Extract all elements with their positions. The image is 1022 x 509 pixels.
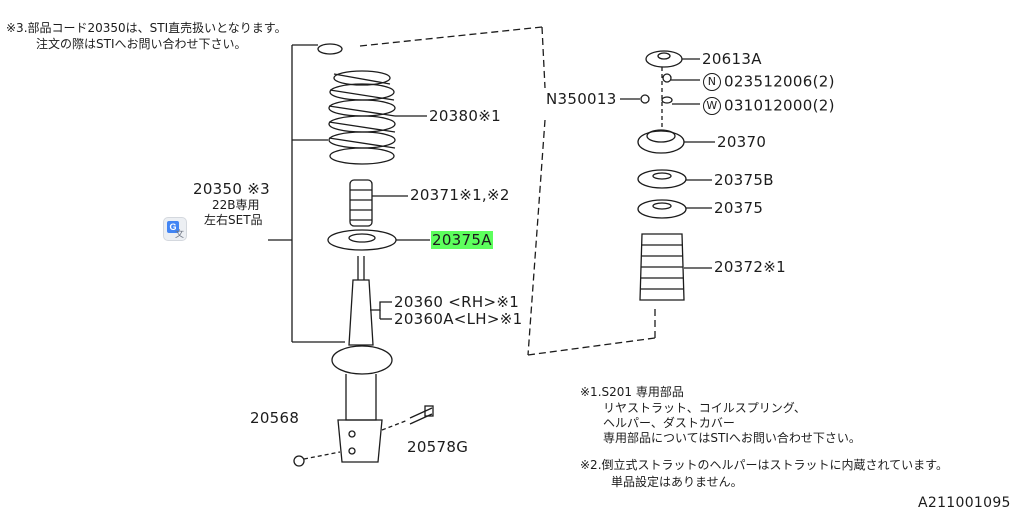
strut-body <box>331 256 393 463</box>
nut <box>293 451 341 467</box>
washer-w <box>661 96 700 105</box>
n-code: 023512006(2) <box>724 72 835 91</box>
spring-seat <box>327 229 397 251</box>
label-20350: 20350 ※3 <box>193 180 270 198</box>
label-20578g: 20578G <box>407 438 469 456</box>
label-20380: 20380※1 <box>429 107 501 125</box>
note-sti-line2: 注文の際はSTIへお問い合わせ下さい。 <box>36 37 247 51</box>
label-20375a-text: 20375A <box>431 231 493 249</box>
w-code: 031012000(2) <box>724 96 835 115</box>
label-20375a: 20375A <box>431 231 493 249</box>
footnote1-line1: ※1.S201 専用部品 <box>580 385 684 399</box>
set-bracket <box>268 44 345 343</box>
note-sti-line1: ※3.部品コード20350は、STI直売扱いとなります。 <box>6 21 287 35</box>
label-20370: 20370 <box>717 133 767 151</box>
label-n350013: N350013 <box>546 90 617 108</box>
bump-stop <box>349 179 373 227</box>
label-20350-sub1: 22B専用 <box>212 198 260 212</box>
nut-n <box>662 73 700 83</box>
footnote1-line4: 専用部品についてはSTIへお問い合わせ下さい。 <box>603 431 861 445</box>
translate-x-glyph: 文 <box>175 229 185 239</box>
dashed-enclosure <box>359 26 656 356</box>
dust-boot <box>639 233 712 301</box>
footnote1-line3: ヘルパー、ダストカバー <box>603 416 735 430</box>
google-translate-icon[interactable]: G 文 <box>164 218 186 240</box>
label-20613a: 20613A <box>702 50 762 68</box>
footnote2-line1: ※2.倒立式ストラットのヘルパーはストラットに内蔵されています。 <box>580 458 948 472</box>
label-20360a: 20360A<LH>※1 <box>394 310 523 328</box>
lower-seat <box>637 199 712 219</box>
figure-id: A211001095 <box>918 495 1011 509</box>
label-20360: 20360 <RH>※1 <box>394 293 520 311</box>
strut-mount <box>637 129 715 154</box>
footnote1-line2: リヤストラット、コイルスプリング、 <box>603 401 806 415</box>
mount-top <box>645 50 700 68</box>
small-nut <box>620 94 650 104</box>
w-marker: W <box>703 97 721 115</box>
label-20375: 20375 <box>714 199 764 217</box>
label-20371: 20371※1,※2 <box>410 186 510 204</box>
upper-cap <box>317 43 343 55</box>
label-20375b: 20375B <box>714 171 774 189</box>
leader-lines <box>370 115 430 320</box>
bolt <box>381 405 434 431</box>
n-marker: N <box>703 73 721 91</box>
label-20372: 20372※1 <box>714 258 786 276</box>
translate-g-glyph: G <box>167 221 179 233</box>
label-20568: 20568 <box>250 409 300 427</box>
upper-seat <box>637 169 712 189</box>
footnote2-line2: 単品設定はありません。 <box>611 475 743 489</box>
label-20350-sub2: 左右SET品 <box>204 213 263 227</box>
coil-spring <box>328 70 396 165</box>
